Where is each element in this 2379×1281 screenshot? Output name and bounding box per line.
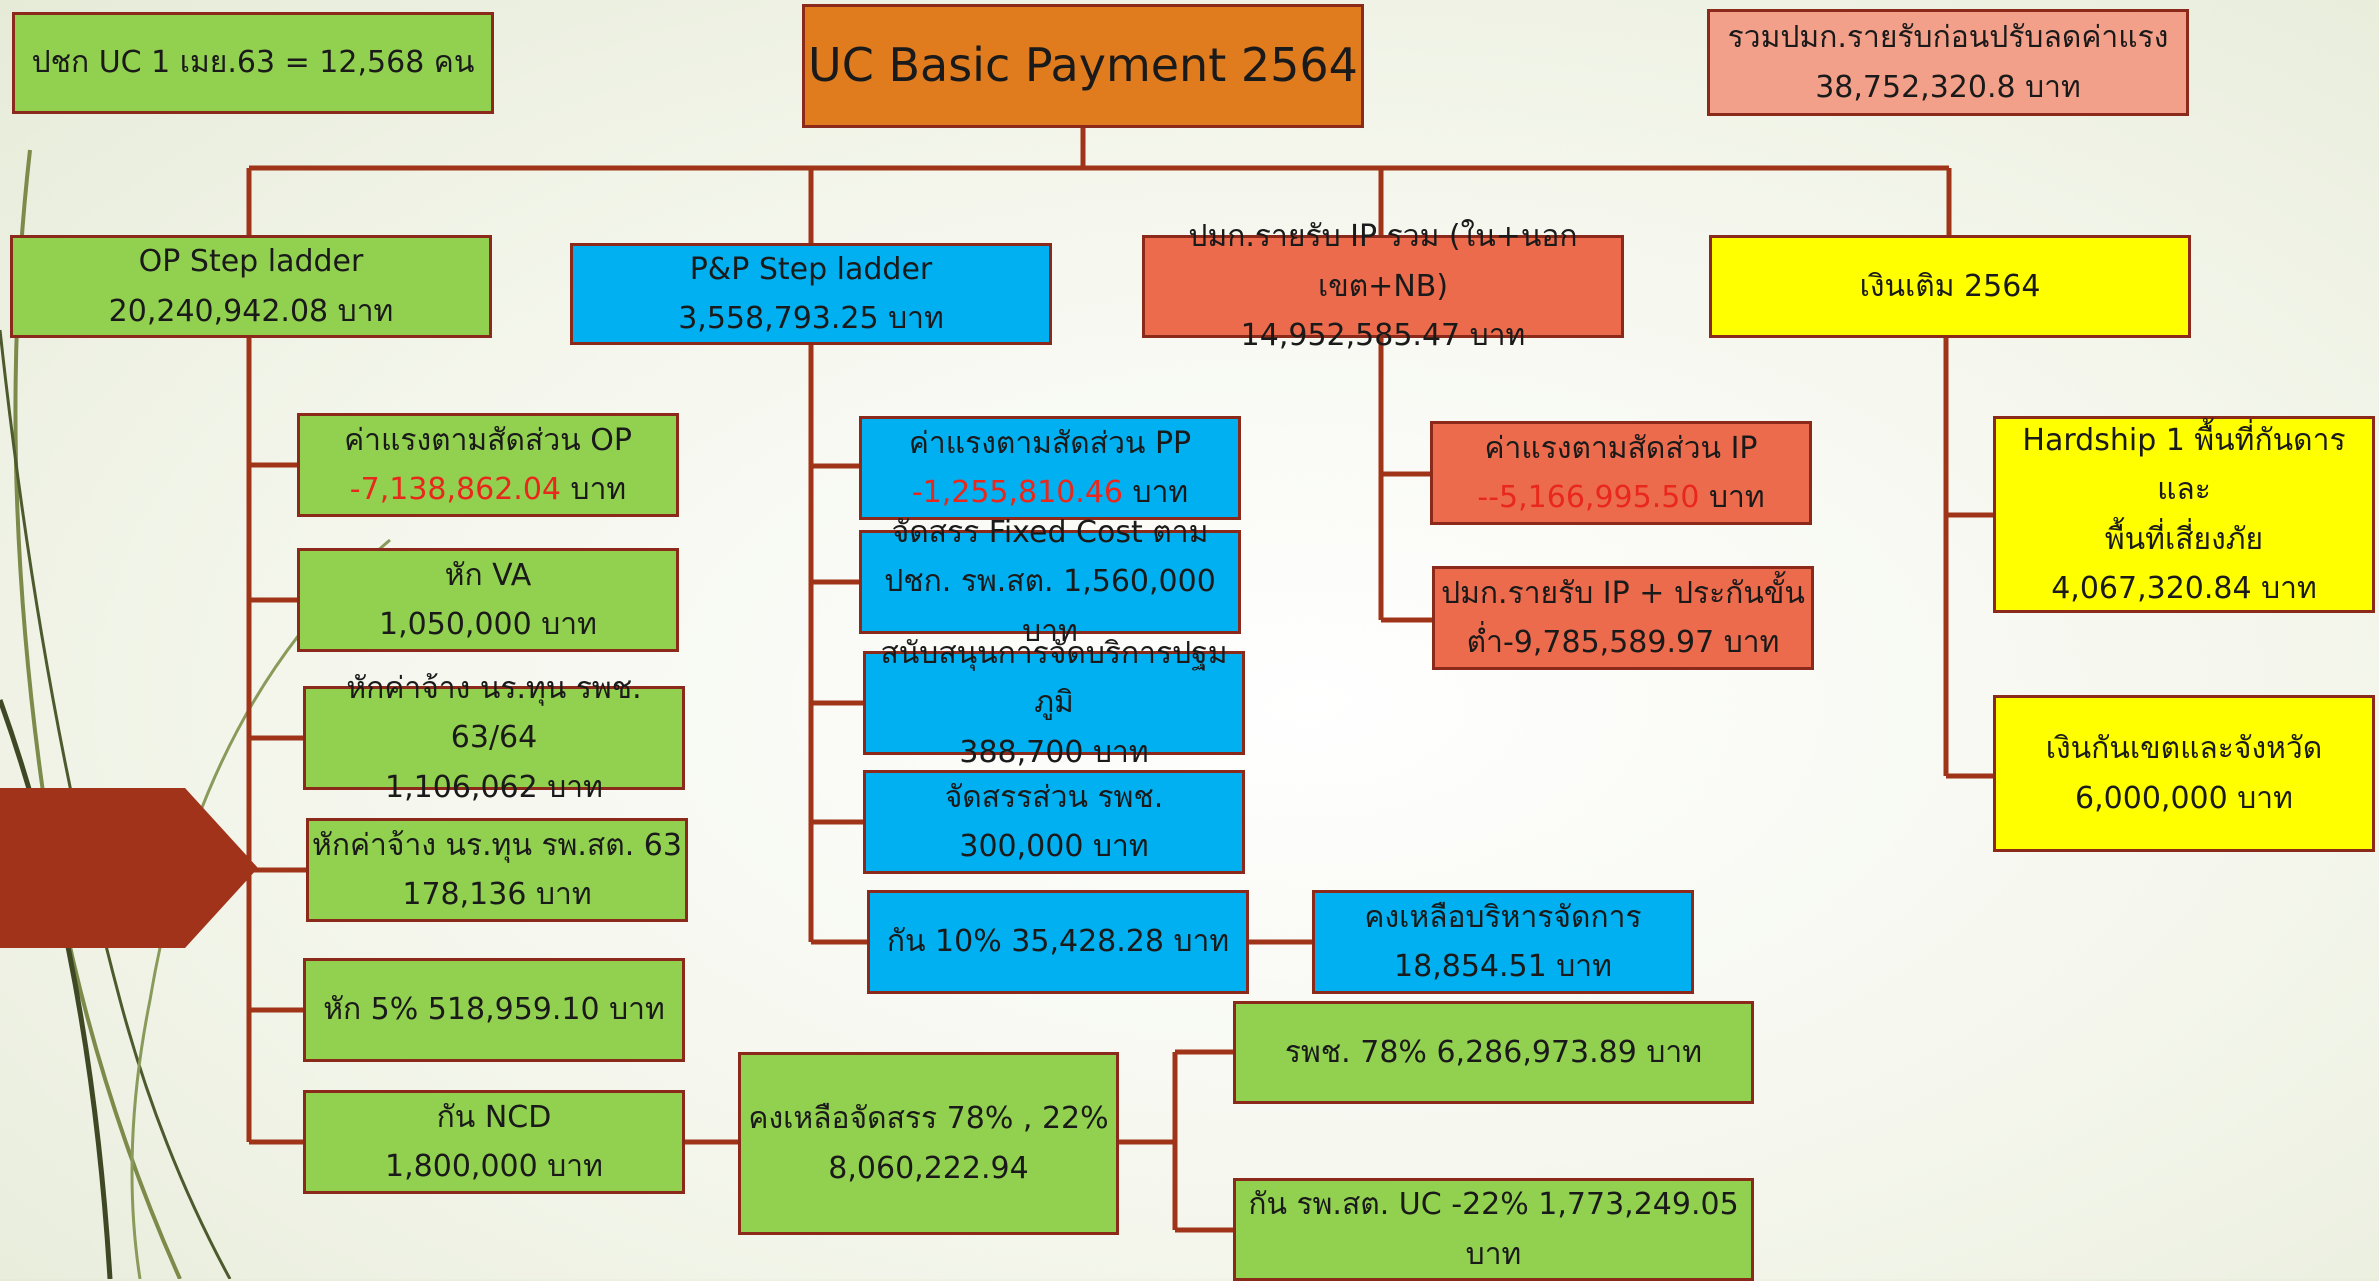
pp-reserve10-box: กัน 10% 35,428.28 บาท (867, 890, 1249, 994)
op-head-label: OP Step ladder (138, 244, 364, 279)
ip-guarantee-value: ต่ำ-9,785,589.97 บาท (1466, 625, 1780, 660)
page-title: UC Basic Payment 2564 (802, 4, 1364, 128)
pp-primary-box: สนับสนุนการจัดบริการปฐมภูมิ 388,700 บาท (863, 636, 1245, 770)
pp-step-ladder-box: P&P Step ladder 3,558,793.25 บาท (570, 243, 1052, 345)
hardship-label-2: พื้นที่เสี่ยงภัย (2104, 521, 2264, 557)
op-sub22-label: กัน รพ.สต. UC -22% 1,773,249.05 บาท (1248, 1187, 1739, 1272)
ip-labor-label: ค่าแรงตามสัดส่วน IP (1484, 430, 1758, 466)
pp-labor-negative: -1,255,810.46 (911, 475, 1123, 510)
op-hire-sub-label: หักค่าจ้าง นร.ทุน รพ.สต. 63 (312, 827, 682, 863)
total-before-box: รวมปมก.รายรับก่อนปรับลดค่าแรง 38,752,320… (1707, 9, 2189, 116)
pp-primary-label: สนับสนุนการจัดบริการปฐมภูมิ (880, 635, 1228, 721)
pp-labor-box: ค่าแรงตามสัดส่วน PP -1,255,810.46 บาท (859, 416, 1241, 520)
op-hire-sub-box: หักค่าจ้าง นร.ทุน รพ.สต. 63 178,136 บาท (306, 818, 688, 922)
population-text: ปชก UC 1 เมย.63 = 12,568 คน (31, 45, 475, 81)
total-before-label: รวมปมก.รายรับก่อนปรับลดค่าแรง (1727, 20, 2169, 55)
reserve-region-box: เงินกันเขตและจังหวัด 6,000,000 บาท (1993, 695, 2375, 852)
op-hire-hosp-value: 1,106,062 บาท (385, 769, 603, 805)
op-va-label: หัก VA (444, 557, 532, 593)
title-text: UC Basic Payment 2564 (808, 38, 1358, 93)
op-ncd-label: กัน NCD (436, 1099, 552, 1135)
op-hosp78-box: รพช. 78% 6,286,973.89 บาท (1233, 1001, 1754, 1104)
pp-primary-value: 388,700 บาท (959, 734, 1149, 770)
ip-guarantee-box: ปมก.รายรับ IP + ประกันขั้น ต่ำ-9,785,589… (1432, 566, 1814, 670)
pp-fixed-label: จัดสรร Fixed Cost ตาม (891, 514, 1209, 550)
pp-hosp-share-label: จัดสรรส่วน รพช. (944, 779, 1164, 815)
op-va-value: 1,050,000 บาท (379, 607, 597, 642)
total-before-value: 38,752,320.8 บาท (1815, 69, 2081, 105)
pp-head-label: P&P Step ladder (689, 251, 933, 287)
pp-remain-admin-value: 18,854.51 บาท (1394, 949, 1612, 984)
ip-head-value: 14,952,585.47 บาท (1240, 318, 1526, 354)
hardship-value: 4,067,320.84 บาท (2051, 571, 2317, 606)
population-box: ปชก UC 1 เมย.63 = 12,568 คน (12, 12, 494, 114)
extra-money-box: เงินเติม 2564 (1709, 235, 2191, 338)
reserve-region-value: 6,000,000 บาท (2075, 780, 2293, 816)
op-ncd-box: กัน NCD 1,800,000 บาท (303, 1090, 685, 1194)
op-five-pct-label: หัก 5% 518,959.10 บาท (323, 992, 665, 1028)
pp-fixed-value: ปชก. รพ.สต. 1,560,000 บาท (884, 564, 1216, 649)
op-hire-hosp-box: หักค่าจ้าง นร.ทุน รพช. 63/64 1,106,062 บ… (303, 671, 685, 805)
op-hire-hosp-label: หักค่าจ้าง นร.ทุน รพช. 63/64 (346, 670, 642, 756)
pp-hosp-share-box: จัดสรรส่วน รพช. 300,000 บาท (863, 770, 1245, 874)
op-five-pct-box: หัก 5% 518,959.10 บาท (303, 958, 685, 1062)
op-sub22-box: กัน รพ.สต. UC -22% 1,773,249.05 บาท (1233, 1178, 1754, 1281)
op-hire-sub-value: 178,136 บาท (402, 877, 592, 912)
op-remain-value: 8,060,222.94 (828, 1150, 1029, 1186)
ip-guarantee-label: ปมก.รายรับ IP + ประกันขั้น (1441, 575, 1805, 611)
pp-fixed-cost-box: จัดสรร Fixed Cost ตาม ปชก. รพ.สต. 1,560,… (859, 515, 1241, 649)
ip-labor-box: ค่าแรงตามสัดส่วน IP --5,166,995.50 บาท (1430, 421, 1812, 525)
op-ncd-value: 1,800,000 บาท (385, 1149, 603, 1184)
op-labor-unit: บาท (561, 472, 627, 507)
pp-labor-label: ค่าแรงตามสัดส่วน PP (908, 425, 1192, 461)
pp-remain-admin-label: คงเหลือบริหารจัดการ (1364, 899, 1642, 935)
hardship-box: Hardship 1 พื้นที่กันดารและ พื้นที่เสี่ย… (1993, 416, 2375, 613)
reserve-region-label: เงินกันเขตและจังหวัด (2045, 731, 2323, 766)
op-labor-box: ค่าแรงตามสัดส่วน OP -7,138,862.04 บาท (297, 413, 679, 517)
pp-reserve10-label: กัน 10% 35,428.28 บาท (886, 924, 1230, 960)
ip-labor-value: --5,166,995.50 บาท (1477, 473, 1764, 523)
pp-remain-admin-box: คงเหลือบริหารจัดการ 18,854.51 บาท (1312, 890, 1694, 994)
op-hosp78-label: รพช. 78% 6,286,973.89 บาท (1284, 1034, 1703, 1070)
pp-head-value: 3,558,793.25 บาท (678, 301, 944, 336)
pp-labor-unit: บาท (1123, 475, 1189, 510)
op-step-ladder-box: OP Step ladder 20,240,942.08 บาท (10, 235, 492, 338)
ip-total-box: ปมก.รายรับ IP รวม (ใน+นอกเขต+NB) 14,952,… (1142, 219, 1624, 353)
pp-labor-value: -1,255,810.46 บาท (912, 468, 1188, 518)
op-va-box: หัก VA 1,050,000 บาท (297, 548, 679, 652)
arrow-shape (0, 788, 258, 948)
ip-labor-negative: --5,166,995.50 (1477, 480, 1700, 515)
op-labor-negative: -7,138,862.04 (349, 472, 561, 507)
hardship-label-1: Hardship 1 พื้นที่กันดารและ (2022, 422, 2346, 508)
ip-head-label: ปมก.รายรับ IP รวม (ใน+นอกเขต+NB) (1188, 219, 1578, 304)
op-labor-value: -7,138,862.04 บาท (350, 465, 626, 515)
op-head-value: 20,240,942.08 บาท (108, 293, 394, 329)
op-remain-box: คงเหลือจัดสรร 78% , 22% 8,060,222.94 (738, 1052, 1119, 1235)
op-labor-label: ค่าแรงตามสัดส่วน OP (344, 422, 632, 458)
ip-labor-unit: บาท (1699, 480, 1765, 515)
op-remain-label: คงเหลือจัดสรร 78% , 22% (748, 1101, 1109, 1136)
pp-hosp-share-value: 300,000 บาท (959, 829, 1149, 864)
extra-head-label: เงินเติม 2564 (1859, 268, 2041, 304)
